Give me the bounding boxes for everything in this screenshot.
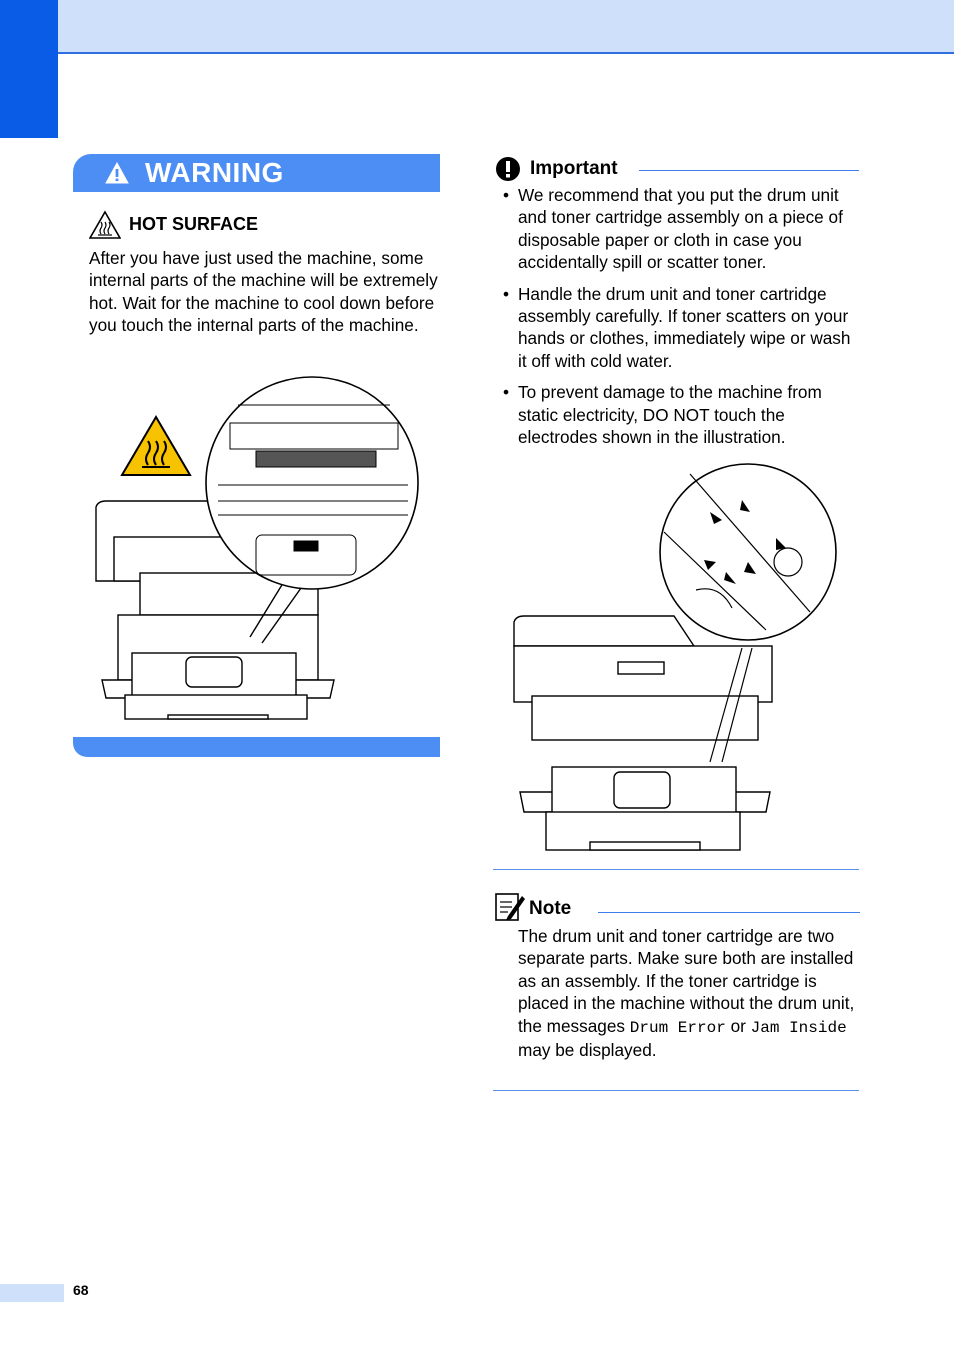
list-item: •We recommend that you put the drum unit… — [503, 185, 843, 273]
list-item: •To prevent damage to the machine from s… — [503, 382, 822, 448]
message-drum-error: Drum Error — [629, 1018, 726, 1037]
warning-banner: WARNING — [73, 154, 440, 192]
note-pencil-icon — [495, 893, 525, 921]
hot-surface-label: HOT SURFACE — [129, 214, 259, 234]
important-exclamation-icon — [496, 157, 520, 181]
warning-body: After you have just used the machine, so… — [89, 248, 438, 336]
chapter-tab — [0, 0, 58, 138]
page-number: 68 — [73, 1282, 89, 1298]
note-title: Note — [529, 898, 572, 919]
important-rule — [639, 170, 859, 171]
page-number-band — [0, 1284, 64, 1302]
note-text-end: may be displayed. — [518, 1040, 657, 1061]
hot-surface-icon — [89, 210, 121, 239]
list-item-text: We recommend that you put the drum unit … — [518, 185, 843, 273]
note-rule — [598, 912, 860, 913]
list-item: •Handle the drum unit and toner cartridg… — [503, 283, 851, 371]
warning-title: WARNING — [145, 157, 284, 188]
list-item-text: To prevent damage to the machine from st… — [518, 382, 822, 448]
note-end-rule — [493, 1090, 859, 1091]
header-band — [58, 0, 954, 54]
warning-triangle-icon — [105, 162, 129, 184]
note-body: The drum unit and toner cartridge are tw… — [518, 925, 863, 1061]
warning-footer-bar — [73, 737, 440, 757]
important-title: Important — [530, 158, 618, 179]
note-conjunction: or — [730, 1015, 746, 1036]
hot-surface-symbol-icon — [120, 415, 192, 476]
electrodes-illustration — [513, 463, 837, 851]
note-heading: Note — [494, 890, 860, 924]
list-item-text: Handle the drum unit and toner cartridge… — [518, 283, 851, 371]
important-end-rule — [493, 869, 859, 870]
message-jam-inside: Jam Inside — [750, 1018, 847, 1037]
important-heading: Important — [495, 156, 859, 184]
hot-surface-illustration — [95, 376, 419, 720]
important-list: •We recommend that you put the drum unit… — [500, 184, 860, 457]
note-text: The drum unit and toner cartridge are tw… — [518, 926, 855, 1036]
